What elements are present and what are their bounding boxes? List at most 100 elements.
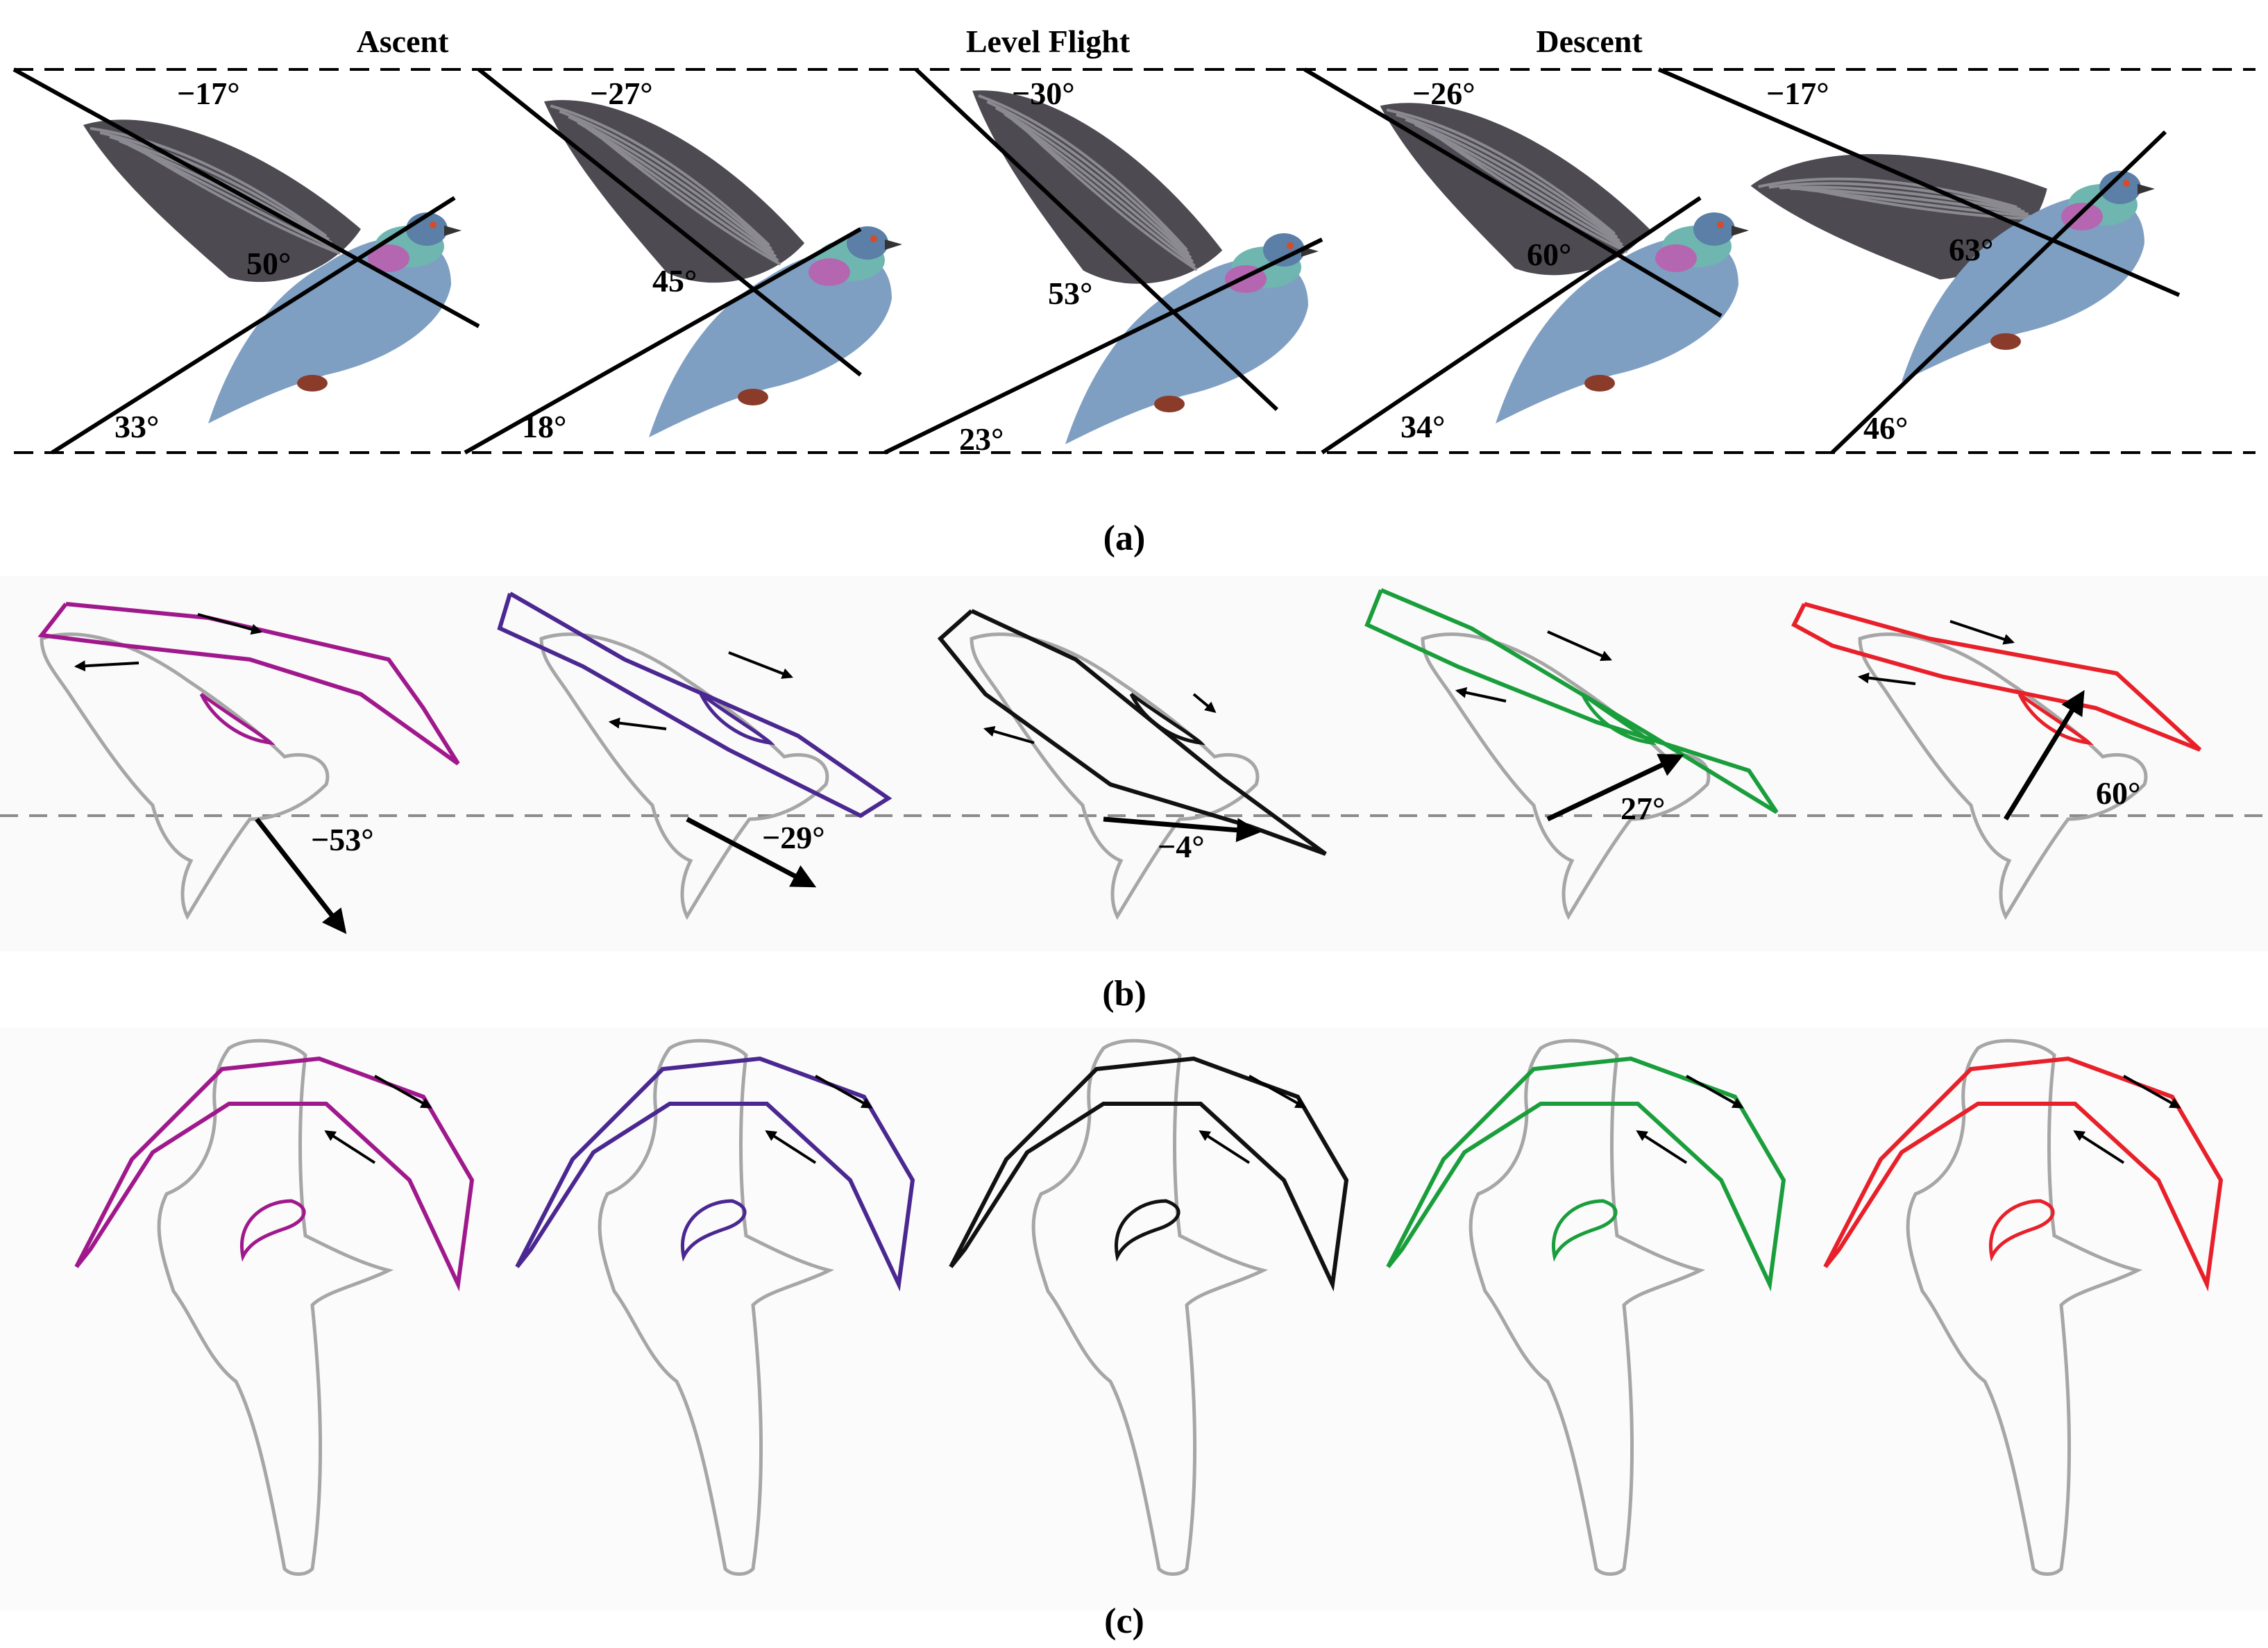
level-flight-header: Level Flight [966,24,1131,59]
middle-angle-4: 60° [1527,237,1571,272]
stroke-direction-arrow-side-9 [1949,620,2015,645]
pigeon-feet [738,389,768,405]
wingtip-path-side-4 [1364,588,1779,814]
feather-line [137,148,341,255]
pigeon-head [847,226,888,260]
pigeon-body [1065,258,1308,444]
pigeon-head [2099,171,2141,204]
inner-loop-front-2 [681,1199,747,1262]
wing-axis-line-4 [1303,67,1723,318]
downstroke-arrow-front-3 [1249,1075,1307,1109]
feather-line [995,106,1192,259]
body-axis-line-2 [464,227,862,455]
feather-line [1432,133,1628,253]
stroke-direction-arrow-side-7 [1547,630,1612,662]
flight-direction-arrow-1 [255,817,347,934]
wingtip-path-front-1 [74,1056,475,1292]
pigeon-eye [1717,221,1724,228]
pigeon-neck-sheen [1655,244,1697,272]
flight-angle-1: −53° [311,822,374,857]
feather-line [559,110,772,251]
middle-angle-5: 63° [1949,232,1993,267]
wing-shape [83,119,361,283]
inner-loop-side-1 [199,692,276,746]
middle-angle-2: 45° [652,263,697,299]
side-view-direction-arrows [74,613,2085,934]
stroke-direction-arrow-side-2 [74,660,139,672]
pigeon-eye [1287,242,1294,249]
stroke-direction-arrow-side-1 [197,613,263,635]
pigeon-feet [1584,375,1615,392]
downstroke-arrow-front-5 [2123,1075,2181,1109]
inner-loop-side-3 [1129,692,1205,746]
flight-direction-arrow-4 [1546,754,1684,822]
bird-side-outline-3 [970,632,1260,920]
pigeon-beak [885,239,902,250]
front-view-outlines [157,1039,2143,1576]
pigeon-2 [543,100,902,437]
front-view-wingtip-paths [74,1056,2224,1292]
feather-line [1414,123,1623,246]
inner-loop-front-3 [1115,1199,1180,1262]
feather-line [1768,182,2022,211]
upper-angle-5: −17° [1766,76,1829,111]
bird-front-outline-1 [157,1039,394,1576]
wing-axis-line-1 [12,67,480,328]
pigeon-5 [1750,154,2155,382]
pigeon-photos [83,90,2155,444]
panel-b-background [0,576,2268,951]
stroke-direction-arrow-side-10 [1857,672,1916,685]
pigeon-wing-1 [83,119,361,283]
panel-c-label: (c) [1104,1601,1144,1641]
feather-line [1004,112,1194,263]
stroke-direction-arrow-side-3 [728,651,793,679]
wing-axis-line-5 [1657,67,2181,297]
inner-loop-side-4 [1580,692,1657,746]
stroke-direction-arrow-side-6 [983,725,1035,744]
pigeon-head [1263,233,1305,267]
upstroke-arrow-front-5 [2073,1130,2125,1164]
wing-shape [1750,154,2047,280]
panel-b-label: (b) [1102,974,1146,1014]
pigeon-neck-sheen [809,258,850,286]
pigeon-eye [2123,180,2130,187]
feather-line [1405,118,1620,242]
feather-line [568,115,775,254]
pigeon-1 [83,119,462,423]
downstroke-arrow-front-2 [815,1075,873,1109]
body-axis-line-1 [51,196,456,455]
feather-line [1386,108,1616,235]
lower-angle-3: 23° [959,421,1004,457]
upper-angle-4: −26° [1412,76,1475,111]
pigeon-wing-3 [972,90,1223,284]
pigeon-body [649,251,892,437]
lower-angle-1: 33° [115,409,159,444]
feather-line [577,121,777,258]
pigeon-eye [430,221,437,228]
body-axis-line-4 [1321,196,1702,455]
lower-angle-4: 34° [1400,409,1445,444]
pigeon-body [1496,237,1738,423]
pigeon-wing-5 [1750,154,2047,280]
feather-line [1811,188,2036,220]
wing-shape [972,90,1223,284]
lower-angle-2: 18° [522,409,566,444]
bird-front-outline-5 [1906,1039,2143,1576]
pigeon-eye [870,235,877,242]
panel-c-background [0,1027,2268,1611]
pigeon-head [1693,212,1735,246]
wing-and-body-axes [12,67,2181,455]
wing-axis-line-2 [477,67,862,377]
feather-line [595,132,781,266]
upstroke-arrow-front-1 [324,1130,376,1164]
bird-side-outline-4 [1421,632,1711,920]
stroke-direction-arrow-side-8 [1455,687,1507,703]
wingtip-path-front-2 [515,1056,915,1292]
stroke-direction-arrow-side-4 [608,717,667,730]
flight-angle-3: −4° [1158,829,1205,864]
upper-angle-3: −30° [1012,76,1075,111]
inner-loop-front-1 [240,1199,306,1262]
pigeon-body [1902,195,2144,382]
upstroke-arrow-front-3 [1199,1130,1251,1164]
